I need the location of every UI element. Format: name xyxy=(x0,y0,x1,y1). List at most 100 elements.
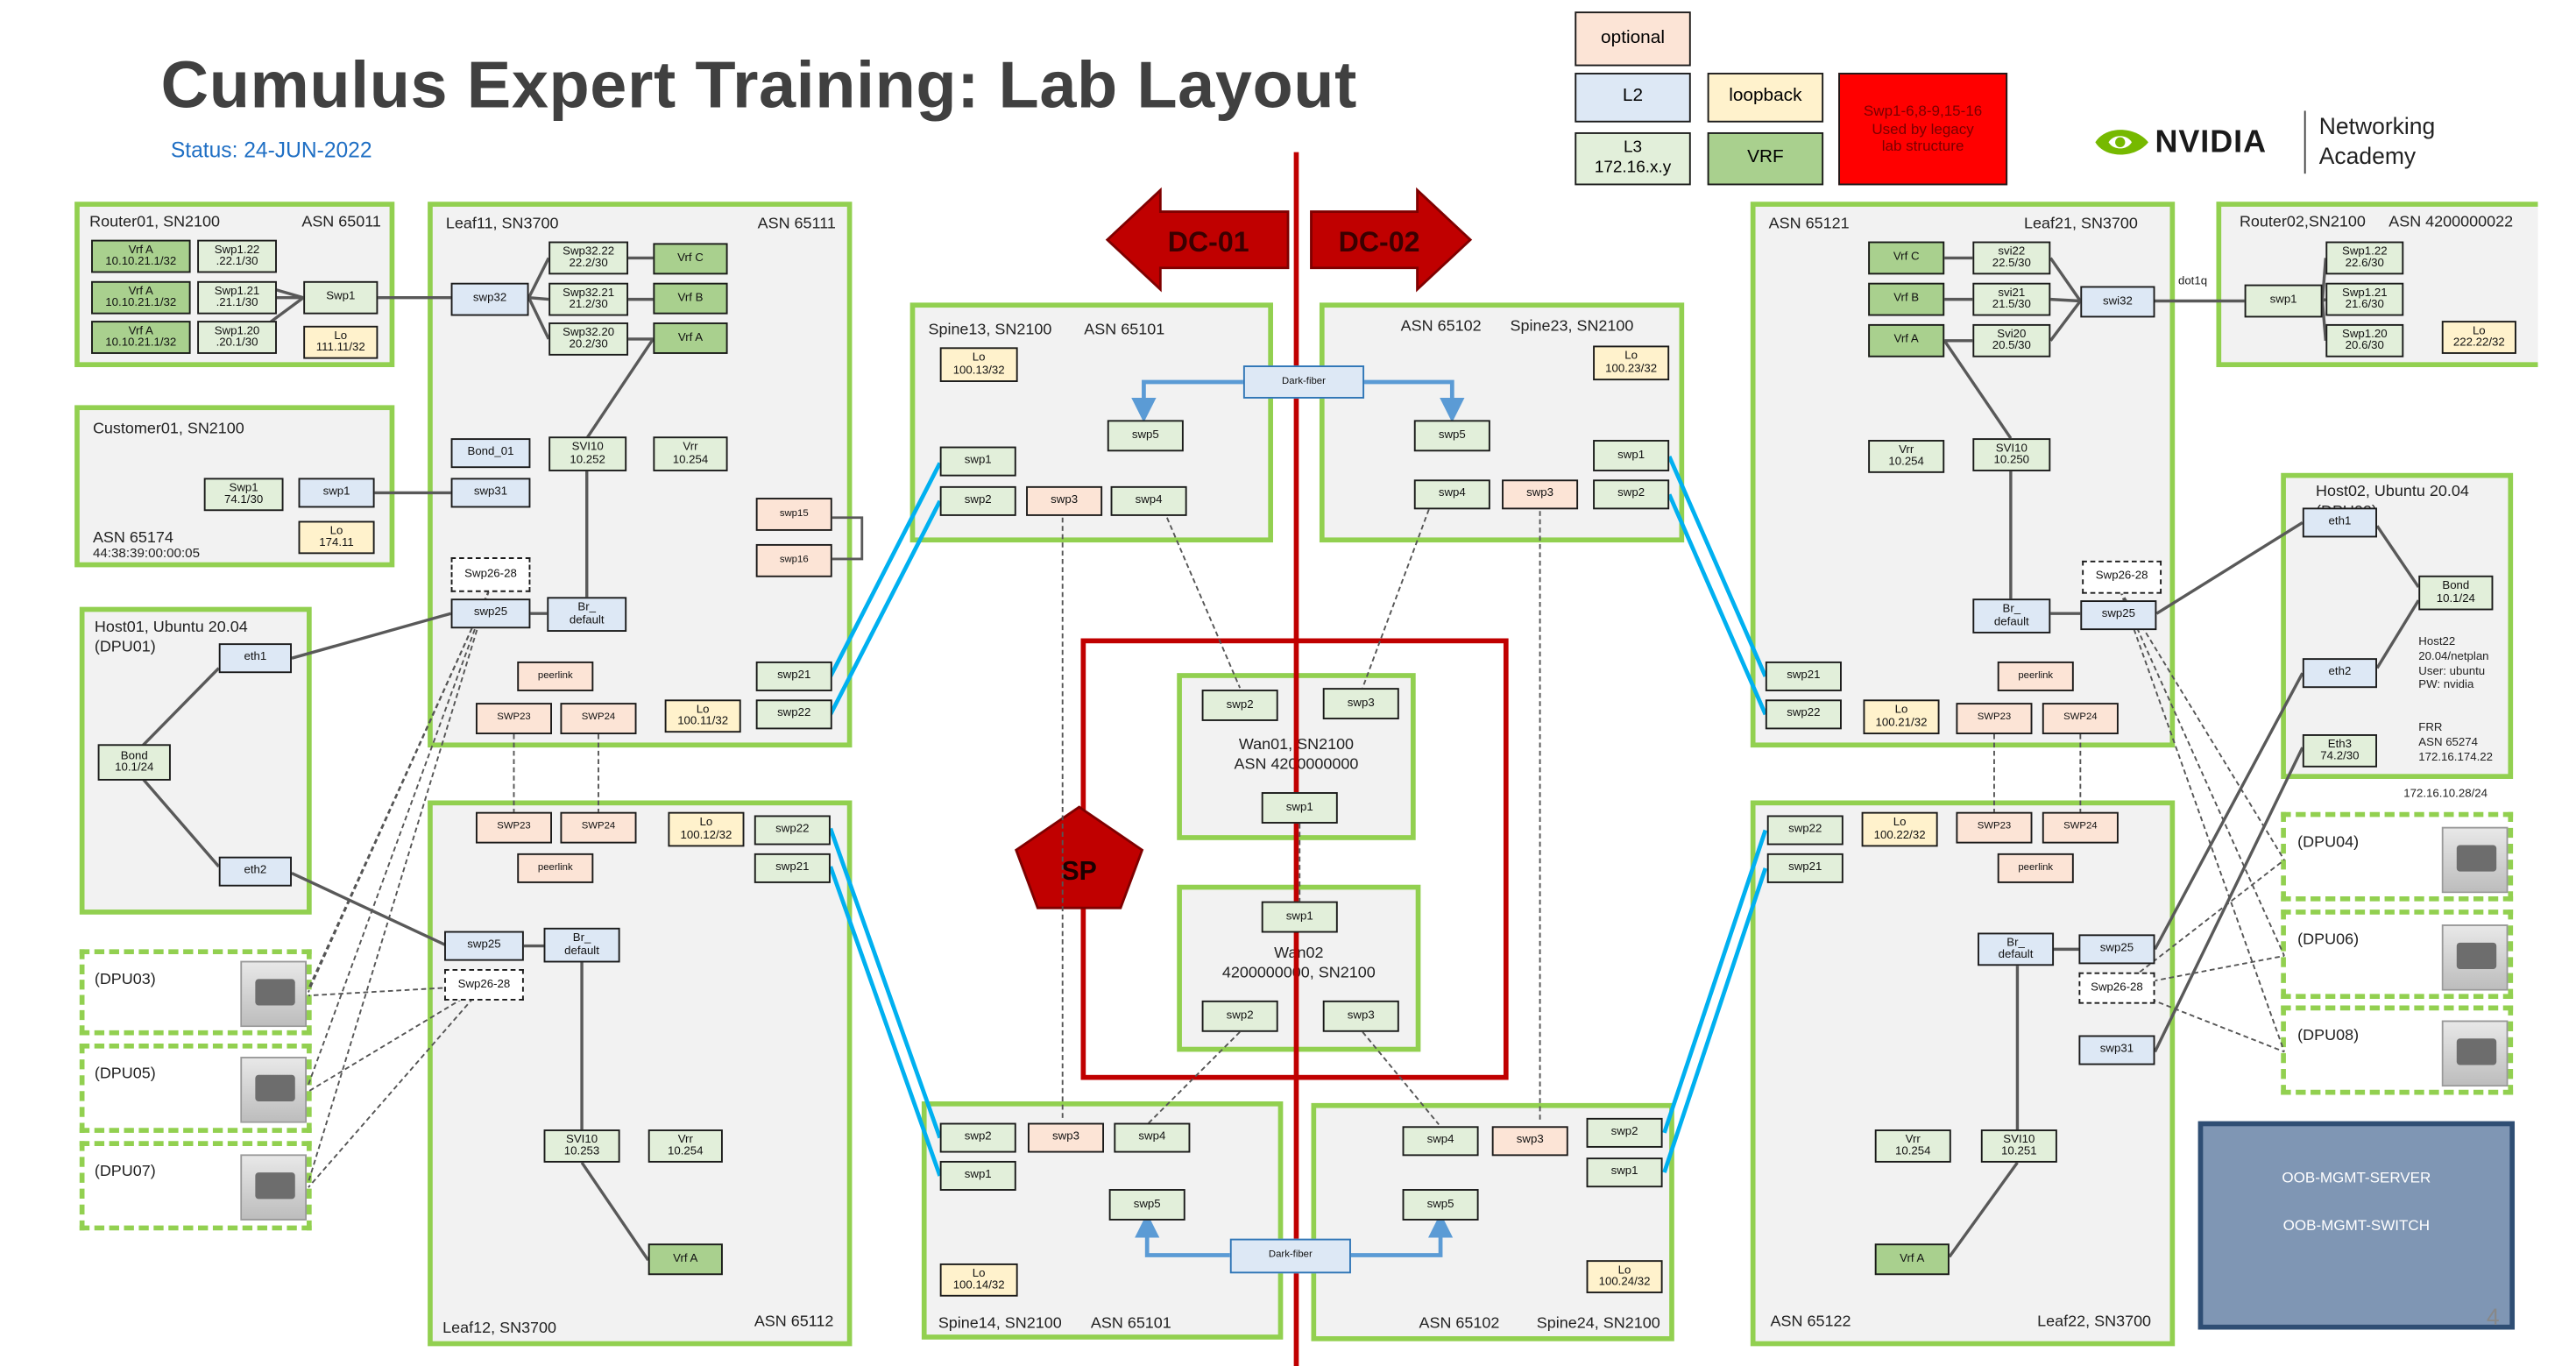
l21-vrf-b: Vrf B xyxy=(1868,282,1945,316)
l12-vrf-a: Vrf A xyxy=(648,1243,723,1276)
leaf22-title: Leaf22, SN3700 xyxy=(2037,1313,2152,1332)
r1-vrf-a-1: Vrf A 10.10.21.1/32 xyxy=(91,239,191,273)
host02-frr-info: FRR ASN 65274 172.16.174.22 xyxy=(2418,722,2493,764)
sp-label: SP xyxy=(1061,857,1096,886)
leaf22-panel: ASN 65122 Leaf22, SN3700 xyxy=(1750,800,2176,1347)
l21-svi21: svi21 21.5/30 xyxy=(1972,282,2051,316)
dpu05-panel: (DPU05) xyxy=(79,1043,312,1133)
l21-swp26-28: Swp26-28 xyxy=(2082,560,2162,594)
h1-eth1: eth1 xyxy=(218,643,292,674)
dpu07-label: (DPU07) xyxy=(94,1162,156,1181)
l22-swp23: SWP23 xyxy=(1956,811,2033,844)
l11-vrr: Vrr 10.254 xyxy=(653,436,728,471)
dpu08-card-icon xyxy=(2441,1020,2509,1087)
w1-swp1: swp1 xyxy=(1261,792,1338,824)
l11-swp31: swp31 xyxy=(450,478,531,508)
l21-swp22: swp22 xyxy=(1765,699,1842,730)
r2-loopback: Lo 222.22/32 xyxy=(2441,321,2516,354)
spine13-asn: ASN 65101 xyxy=(1084,321,1165,339)
legend-optional: optional xyxy=(1575,11,1691,67)
l21-swi32: swi32 xyxy=(2080,286,2155,318)
leaf22-asn: ASN 65122 xyxy=(1770,1313,1851,1332)
dpu04-panel: (DPU04) xyxy=(2281,811,2514,902)
oob-mgmt-panel: OOB-MGMT-SERVER OOB-MGMT-SWITCH xyxy=(2197,1121,2516,1330)
leaf11-asn: ASN 65111 xyxy=(757,215,836,234)
l21-svi10: SVI10 10.250 xyxy=(1972,438,2051,471)
l22-swp22: swp22 xyxy=(1766,815,1844,846)
legend-l3: L3 172.16.x.y xyxy=(1575,131,1691,186)
l21-peerlink: peerlink xyxy=(1997,661,2074,691)
oob-switch-label: OOB-MGMT-SWITCH xyxy=(2282,1217,2431,1235)
s14-swp4: swp4 xyxy=(1114,1122,1191,1153)
dpu03-panel: (DPU03) xyxy=(79,949,312,1036)
c1-swp1-ip: Swp1 74.1/30 xyxy=(203,478,284,512)
dpu04-card-icon xyxy=(2441,826,2509,894)
spine14-asn: ASN 65101 xyxy=(1090,1314,1171,1334)
s14-swp2: swp2 xyxy=(939,1122,1016,1153)
h2-eth2: eth2 xyxy=(2302,658,2377,689)
l22-swp24: SWP24 xyxy=(2042,811,2119,844)
r1-vrf-a-3: Vrf A 10.10.21.1/32 xyxy=(91,321,191,354)
l21-swp25: swp25 xyxy=(2080,600,2157,631)
customer01-mac: 44:38:39:00:00:05 xyxy=(92,545,201,561)
router02-asn: ASN 4200000022 xyxy=(2388,213,2514,232)
leaf12-asn: ASN 65112 xyxy=(754,1313,834,1332)
l21-swp23: SWP23 xyxy=(1956,703,2033,735)
l11-svi10: SVI10 10.252 xyxy=(548,436,627,471)
l12-peerlink: peerlink xyxy=(517,853,594,883)
nvidia-eye-icon xyxy=(2095,130,2148,155)
l11-bond01: Bond_01 xyxy=(450,438,531,469)
w1-swp3: swp3 xyxy=(1322,688,1399,720)
brand-line2: Academy xyxy=(2318,141,2417,168)
oob-server-label: OOB-MGMT-SERVER xyxy=(2282,1169,2431,1186)
dpu05-label: (DPU05) xyxy=(94,1065,156,1084)
l11-swp32: swp32 xyxy=(450,282,529,316)
r2-swp1: swp1 xyxy=(2244,284,2323,318)
l11-swp23: SWP23 xyxy=(475,703,553,735)
s23-swp5: swp5 xyxy=(1413,420,1490,452)
dark-fiber-bottom: Dark-fiber xyxy=(1229,1238,1351,1274)
spine13-title: Spine13, SN2100 xyxy=(928,321,1052,339)
r2-swp1-22: Swp1.22 22.6/30 xyxy=(2325,241,2404,275)
spine23-asn: ASN 65102 xyxy=(1400,317,1482,336)
w2-swp2: swp2 xyxy=(1201,1000,1278,1032)
s14-swp3: swp3 xyxy=(1027,1122,1105,1153)
dc01-arrow xyxy=(1105,187,1290,293)
s24-swp4: swp4 xyxy=(1402,1126,1479,1157)
c1-loopback: Lo 174.11 xyxy=(298,520,375,555)
host01-title: Host01, Ubuntu 20.04 (DPU01) xyxy=(94,618,248,657)
s23-swp3: swp3 xyxy=(1502,479,1579,510)
swp15-swp16-loop xyxy=(832,516,864,561)
w2-swp3: swp3 xyxy=(1322,1000,1399,1032)
dpu06-label: (DPU06) xyxy=(2297,931,2360,950)
l11-swp15: swp15 xyxy=(755,498,832,531)
l11-swp26-28: Swp26-28 xyxy=(450,557,531,592)
s13-swp3: swp3 xyxy=(1026,485,1103,516)
customer01-asn: ASN 65174 xyxy=(92,528,173,548)
dark-fiber-links xyxy=(1131,379,1465,1257)
s23-swp1: swp1 xyxy=(1593,440,1670,471)
s13-swp2: swp2 xyxy=(939,485,1016,516)
dot1q-label: dot1q xyxy=(2178,274,2207,287)
s24-swp5: swp5 xyxy=(1402,1189,1479,1221)
dpu04-label: (DPU04) xyxy=(2297,833,2360,853)
s13-swp4: swp4 xyxy=(1110,485,1187,516)
dpu06-panel: (DPU06) xyxy=(2281,909,2514,999)
dpu03-card-icon xyxy=(240,960,308,1028)
h2-eth3: Eth3 74.2/30 xyxy=(2302,734,2377,768)
dpu08-panel: (DPU08) xyxy=(2281,1005,2514,1095)
r1-swp1-22: Swp1.22 .22.1/30 xyxy=(197,239,277,273)
spine24-title: Spine24, SN2100 xyxy=(1536,1314,1660,1334)
nvidia-wordmark: NVIDIA xyxy=(2155,125,2267,161)
nvidia-logo: NVIDIA xyxy=(2092,123,2288,162)
l21-vrf-a: Vrf A xyxy=(1868,323,1945,357)
r1-swp1-21: Swp1.21 .21.1/30 xyxy=(197,280,277,315)
s23-swp2: swp2 xyxy=(1593,479,1670,510)
l12-swp23: SWP23 xyxy=(475,811,553,844)
customer01-title: Customer01, SN2100 xyxy=(92,420,244,439)
l11-vrf-c: Vrf C xyxy=(653,243,728,275)
l21-vrf-c: Vrf C xyxy=(1868,241,1945,275)
dpu07-card-icon xyxy=(240,1154,308,1221)
l22-svi10: SVI10 10.251 xyxy=(1980,1129,2057,1163)
